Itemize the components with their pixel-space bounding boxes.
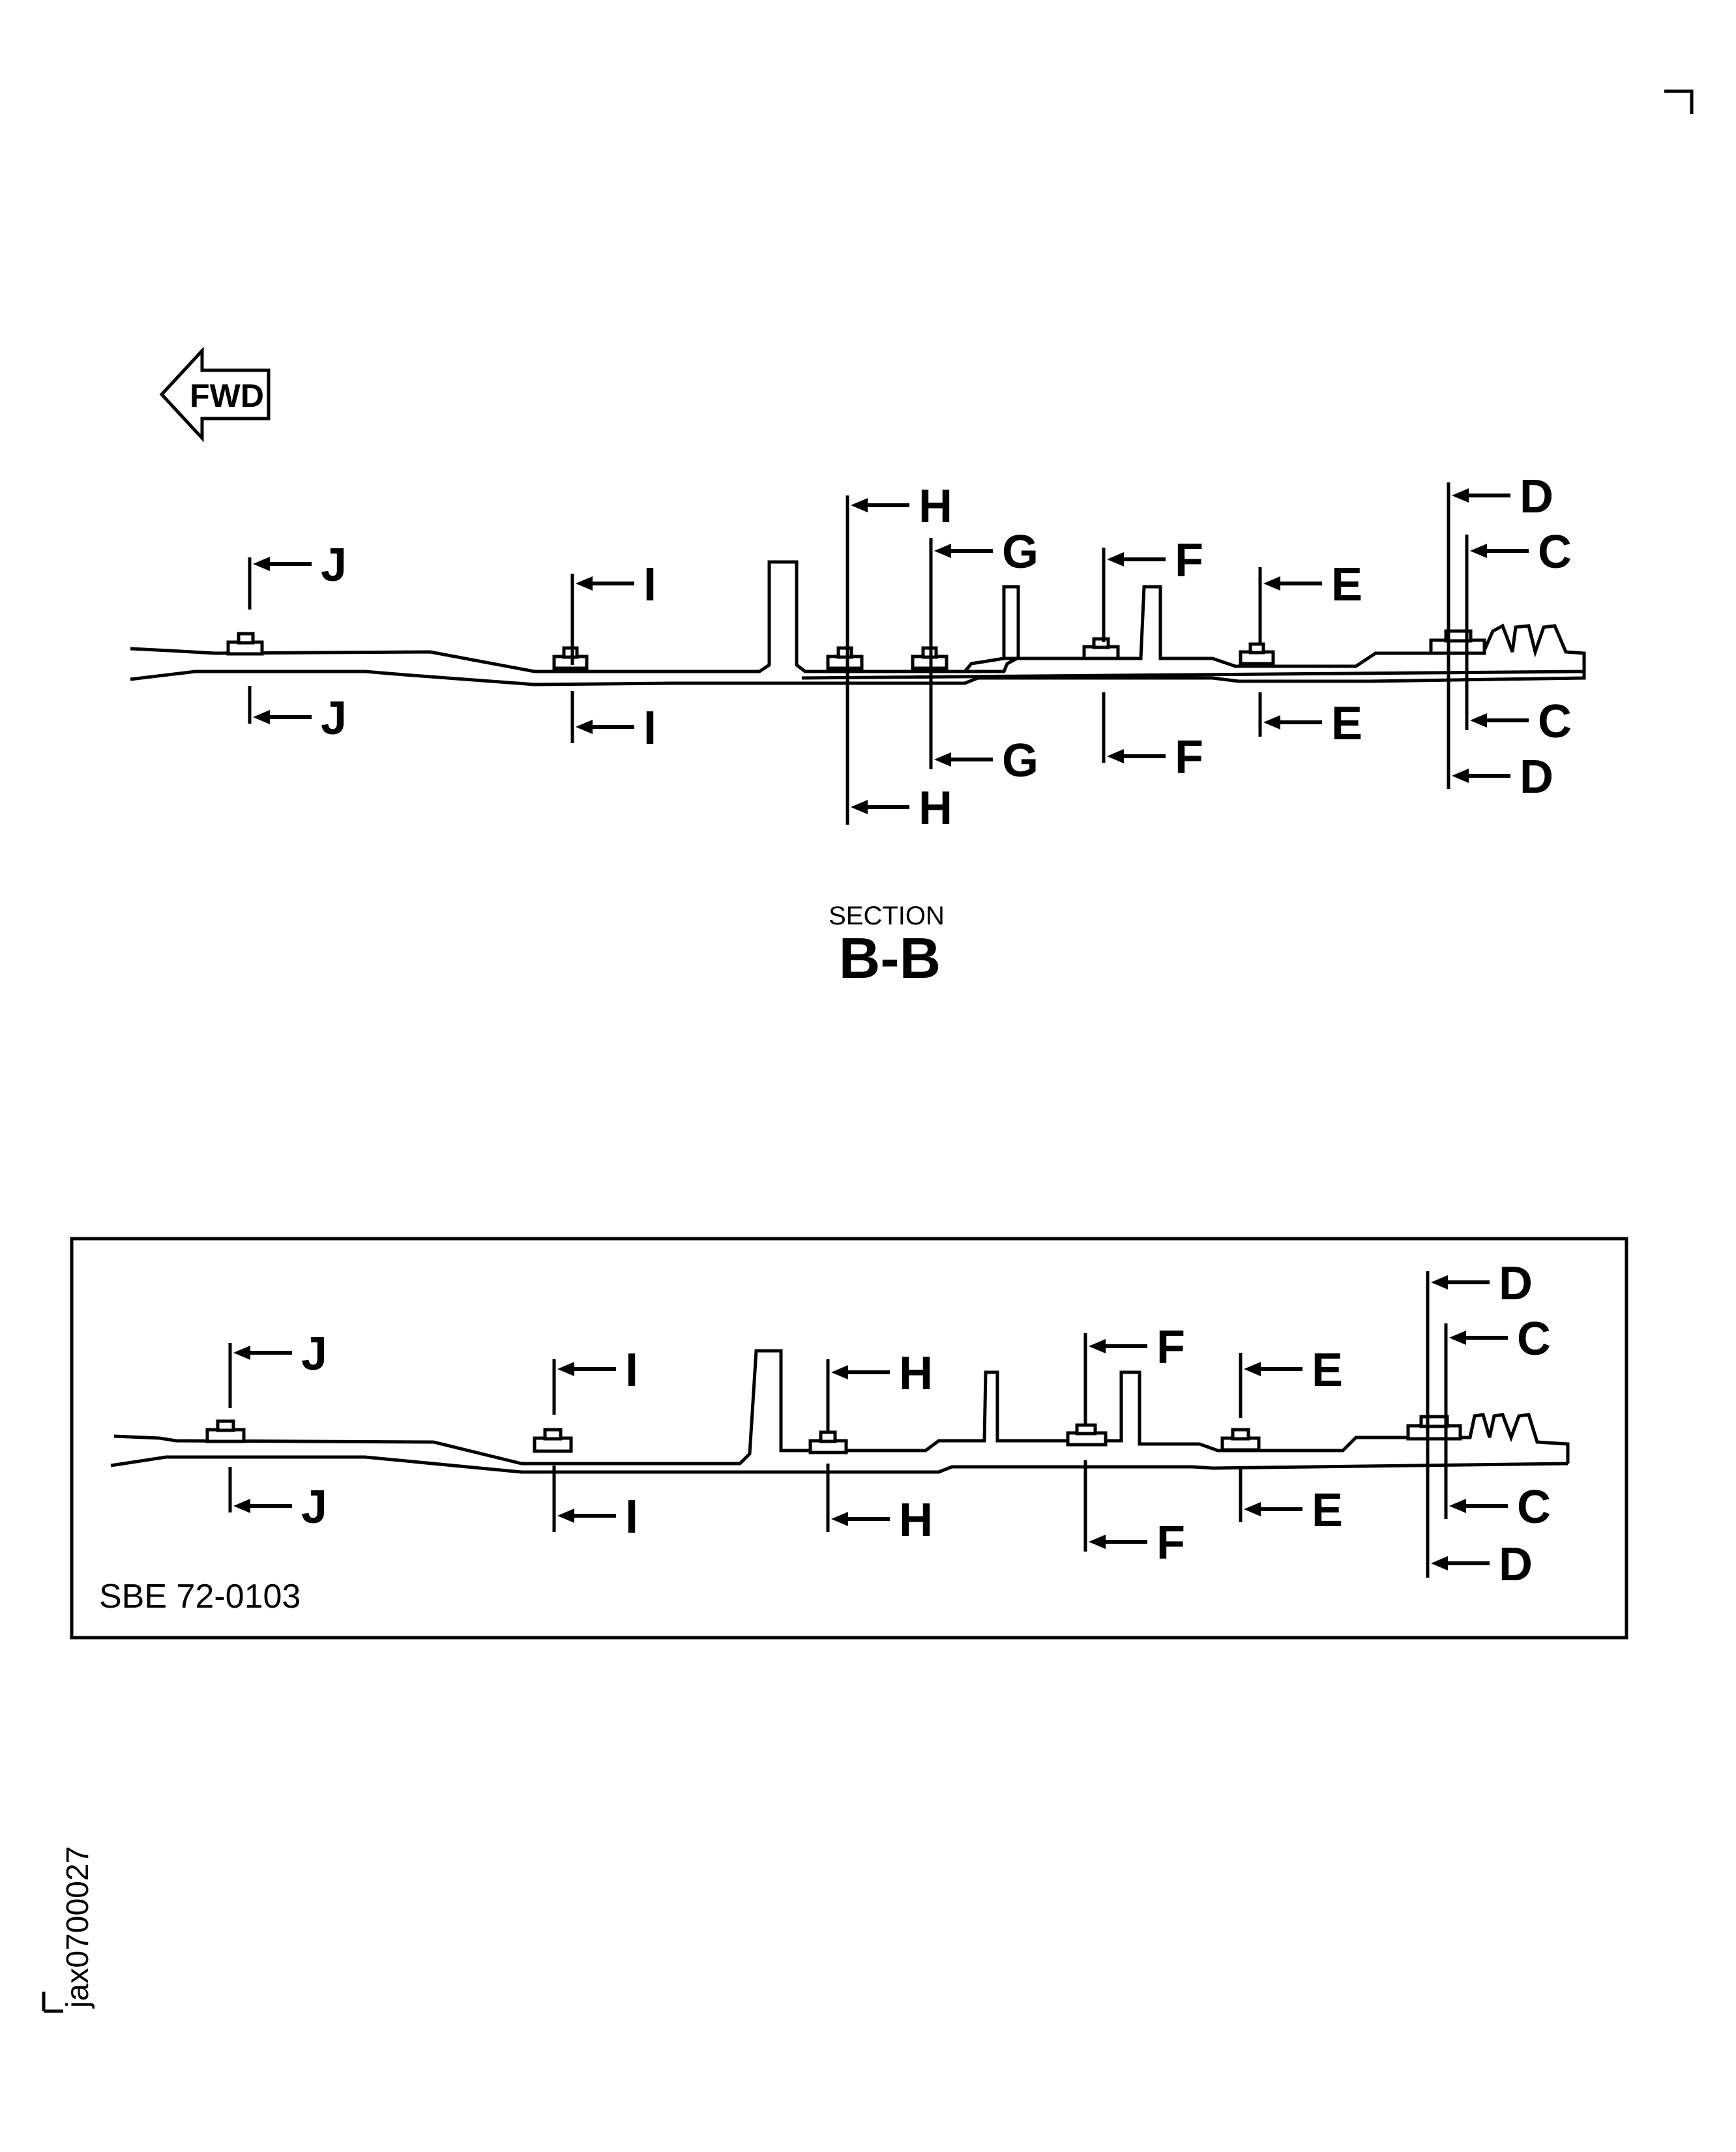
sbe-skin-profile-top [113,1349,1570,1466]
cut-arrow-head [1452,488,1469,503]
cut-letter-f-upper: F [1156,1321,1185,1374]
section-label: SECTION [829,902,945,930]
skin-profile-top [130,560,1586,680]
cut-letter-c-lower: C [1538,696,1572,748]
cut-letter-f-lower: F [1175,731,1203,784]
fastener-d-top [1429,629,1486,655]
cut-arrow-head [1107,749,1124,763]
cut-letter-j-upper: J [321,539,347,591]
fastener-i-sbe [533,1428,573,1453]
cut-arrow-head [576,576,593,591]
cut-arrow-head [1452,769,1469,783]
sbe-caption: SBE 72-0103 [99,1578,301,1615]
cut-arrow-head [1089,1535,1106,1549]
corner-mark-top-right [1664,89,1694,114]
fastener-j-sbe [205,1419,246,1443]
fastener-e-sbe [1220,1428,1261,1452]
cut-letter-c-lower: C [1517,1481,1551,1533]
cut-letter-j-upper: J [301,1328,327,1380]
cut-arrow-head [1263,715,1280,730]
cut-letter-e-upper: E [1312,1344,1343,1396]
cut-letter-d-upper: D [1520,471,1553,523]
cut-arrow-head [1089,1339,1106,1353]
cut-arrow-head [851,800,868,814]
cut-arrow-head [831,1512,848,1526]
cut-arrow-head [576,720,593,734]
cut-letter-g-lower: G [1002,735,1038,787]
section-title: B-B [839,926,941,990]
fastener-d-sbe [1406,1415,1462,1441]
cut-arrow-head [253,710,270,724]
cut-arrow-head [557,1509,574,1523]
skin-profile-bottom [130,670,1586,686]
cut-arrow-head [1449,1331,1466,1345]
cut-arrow-head [253,557,270,571]
fastener-j-top [226,632,264,656]
cut-letter-d-lower: D [1499,1539,1533,1591]
cut-arrow-head [851,498,868,512]
cut-arrow-head [1263,576,1280,591]
cut-letter-d-lower: D [1520,751,1553,803]
cut-letter-h-lower: H [919,782,952,834]
cut-letter-g-upper: G [1002,526,1038,578]
cut-arrow-head [233,1499,250,1513]
cut-letter-d-upper: D [1499,1258,1533,1310]
cut-letter-j-lower: J [321,692,347,744]
cut-arrow-head [1431,1556,1448,1570]
cut-letter-f-upper: F [1175,535,1203,587]
cut-arrow-head [934,752,951,767]
fwd-label: FWD [190,377,264,414]
cut-arrow-head [233,1346,250,1360]
cut-letter-i-lower: I [625,1491,638,1543]
cut-letter-c-upper: C [1538,526,1572,578]
cut-letter-f-lower: F [1156,1517,1185,1569]
fastener-f-sbe [1066,1423,1108,1447]
cut-letter-e-lower: E [1331,698,1362,750]
cut-letter-j-lower: J [301,1481,327,1533]
cut-arrow-head [1244,1502,1261,1516]
sbe-skin-profile-bottom [110,1455,1568,1474]
cut-arrow-head [934,544,951,558]
fastener-h-sbe [808,1430,848,1454]
cut-letter-h-upper: H [899,1348,933,1400]
cut-arrow-head [831,1365,848,1379]
cut-letter-i-upper: I [625,1344,638,1396]
cut-letter-h-lower: H [899,1494,933,1546]
fastener-h-top [826,646,864,670]
cut-arrow-head [1470,713,1487,728]
cut-arrow-head [1431,1275,1448,1290]
cut-letter-c-upper: C [1517,1313,1551,1365]
fastener-f-top [1082,637,1120,660]
section-b-b-view [130,482,1586,825]
cut-letter-i-lower: I [643,702,656,754]
cut-arrow-head [1244,1362,1261,1376]
cut-letter-h-upper: H [919,480,952,533]
cut-letter-i-upper: I [643,559,656,611]
cut-arrow-head [1470,544,1487,558]
cut-arrow-head [557,1362,574,1376]
fwd-arrow: FWD [159,346,271,443]
figure-id: jax0700027 [61,1846,95,2009]
cut-letter-e-upper: E [1331,559,1362,611]
cut-letter-e-lower: E [1312,1484,1343,1537]
fastener-i-top [552,646,589,670]
sbe-view [110,1271,1570,1578]
cut-arrow-head [1107,552,1124,567]
cut-arrow-head [1449,1499,1466,1513]
sbe-frame [70,1237,1628,1640]
fastener-e-top [1239,642,1275,666]
